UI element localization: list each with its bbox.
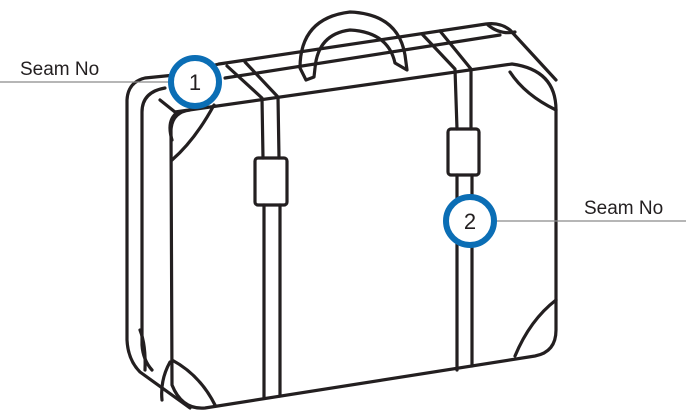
right-strap-buckle [446,127,481,177]
callout-number-2: 2 [464,209,476,234]
callout-marker-2: 2 [443,194,497,248]
seam-label-1: Seam No [20,59,100,80]
suitcase-side-panel [125,73,192,410]
right-strap [420,29,474,372]
seam-label-2: Seam No [584,198,664,219]
left-strap-buckle [253,156,289,207]
suitcase-handle [298,10,409,82]
suitcase-front-face [169,62,558,410]
callout-marker-1: 1 [168,55,222,109]
callout-number-1: 1 [189,70,201,95]
left-strap [225,60,282,400]
